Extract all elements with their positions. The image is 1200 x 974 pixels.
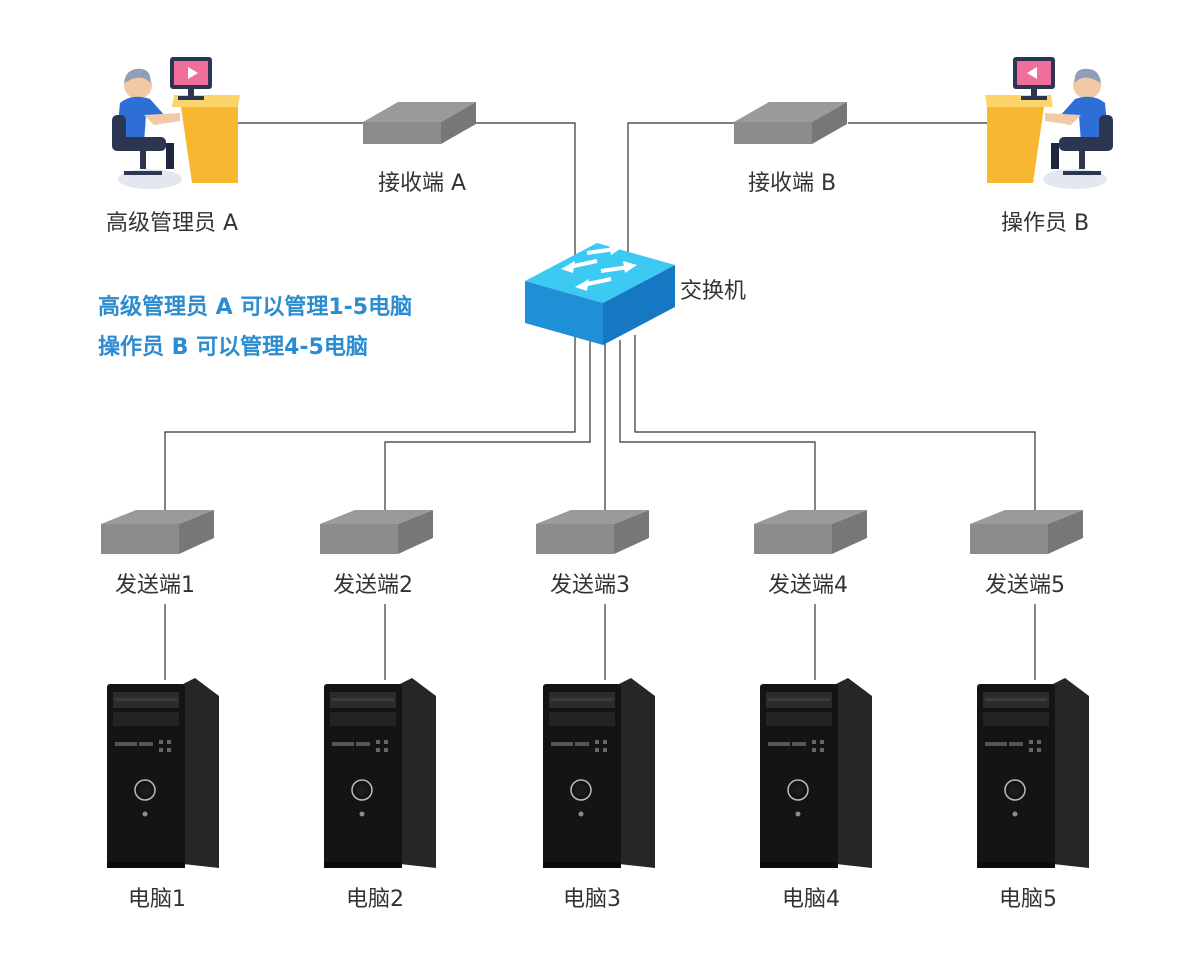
sender-label-3: 发送端3 <box>550 573 630 598</box>
connection-lines <box>164 122 1036 680</box>
person-at-desk-icon <box>985 57 1113 189</box>
person-at-desk-icon <box>112 57 240 189</box>
receiver-b-box <box>734 102 847 144</box>
sender-box-5 <box>970 510 1083 554</box>
line-switch-to-receiver-b <box>627 122 735 255</box>
sender-box-3 <box>536 510 649 554</box>
sender-label-5: 发送端5 <box>985 573 1065 598</box>
tower-computer-4 <box>760 678 872 868</box>
receiver-b-label: 接收端 B <box>748 171 836 196</box>
tower-computer-1 <box>107 678 219 868</box>
sender-box-1 <box>101 510 214 554</box>
line-switch-to-sender-2 <box>384 340 591 510</box>
sender-box-2 <box>320 510 433 554</box>
sender-box-4 <box>754 510 867 554</box>
computer-label-1: 电脑1 <box>128 887 186 912</box>
network-switch-icon <box>525 243 675 345</box>
tower-computer-5 <box>977 678 1089 868</box>
sender-label-1: 发送端1 <box>115 573 195 598</box>
tower-computer-3 <box>543 678 655 868</box>
receiver-a-box <box>363 102 476 144</box>
sender-label-4: 发送端4 <box>768 573 848 598</box>
sender-label-2: 发送端2 <box>333 573 413 598</box>
operator-b-label: 操作员 B <box>1001 211 1089 236</box>
permission-note-operator: 操作员 B 可以管理4-5电脑 <box>98 334 368 360</box>
line-switch-to-sender-1 <box>164 335 576 510</box>
computer-label-4: 电脑4 <box>782 887 840 912</box>
computer-label-5: 电脑5 <box>999 887 1057 912</box>
line-receiver-a-to-switch <box>476 122 576 255</box>
permission-note-admin: 高级管理员 A 可以管理1-5电脑 <box>98 294 412 320</box>
computer-label-2: 电脑2 <box>346 887 404 912</box>
receiver-a-label: 接收端 A <box>378 171 466 196</box>
admin-a-label: 高级管理员 A <box>106 211 238 236</box>
switch-label: 交换机 <box>680 279 746 304</box>
tower-computer-2 <box>324 678 436 868</box>
computer-label-3: 电脑3 <box>563 887 621 912</box>
line-switch-to-sender-4 <box>619 340 816 510</box>
line-switch-to-sender-5 <box>634 335 1036 510</box>
